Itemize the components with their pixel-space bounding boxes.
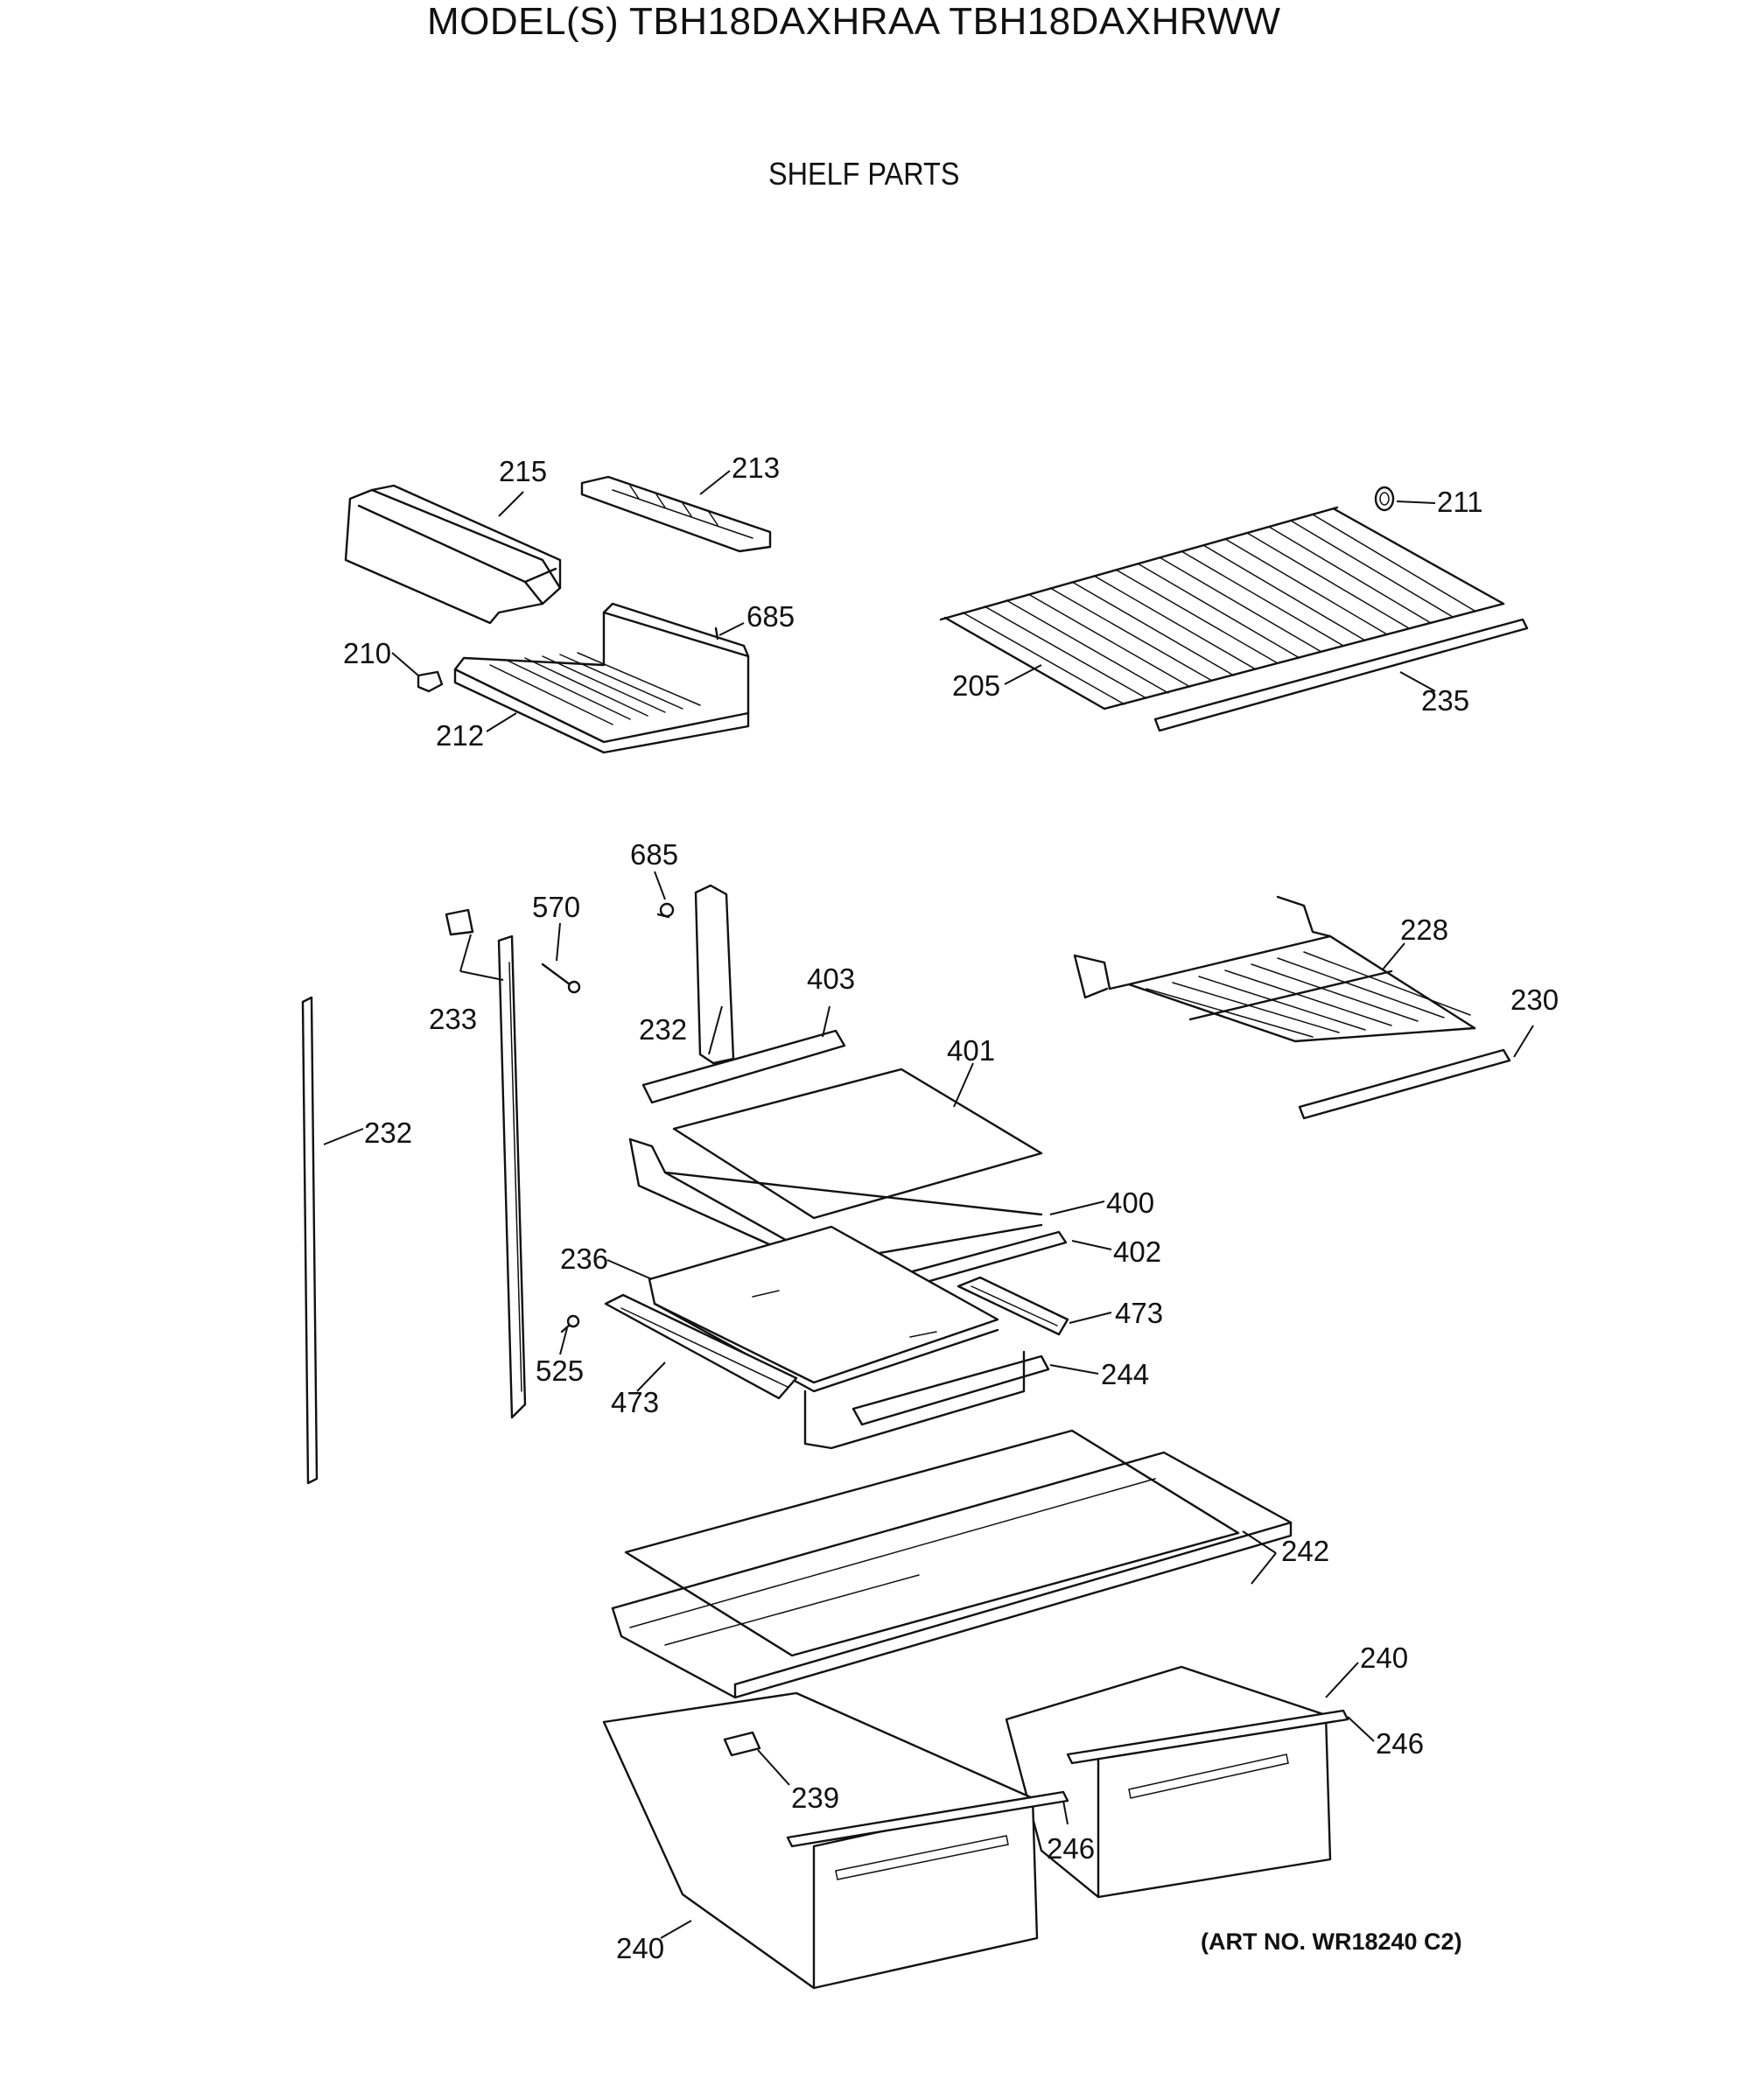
label-232-middle: 232 bbox=[639, 1013, 687, 1046]
part-212-dairy-shelf bbox=[453, 602, 750, 754]
label-235: 235 bbox=[1421, 684, 1469, 717]
label-400: 400 bbox=[1106, 1186, 1154, 1219]
label-211: 211 bbox=[1437, 486, 1483, 518]
art-number: (ART NO. WR18240 C2) bbox=[1201, 1928, 1462, 1955]
label-473-right: 473 bbox=[1115, 1297, 1163, 1329]
label-525: 525 bbox=[536, 1354, 584, 1387]
part-246-handle-left bbox=[786, 1790, 1069, 1848]
part-230-trim bbox=[1298, 1048, 1511, 1120]
label-240-left: 240 bbox=[616, 1932, 664, 1964]
label-402: 402 bbox=[1113, 1236, 1161, 1268]
label-401: 401 bbox=[947, 1034, 995, 1067]
part-labels: 215 213 211 685 210 212 205 235 685 570 … bbox=[343, 452, 1559, 1964]
part-239-support bbox=[723, 1731, 761, 1757]
label-242: 242 bbox=[1281, 1535, 1329, 1567]
label-246-right: 246 bbox=[1376, 1727, 1424, 1760]
part-228-wire-shelf bbox=[1073, 895, 1476, 1043]
label-210: 210 bbox=[343, 637, 391, 669]
part-525-screw bbox=[560, 1314, 580, 1334]
diagram-subtitle: SHELF PARTS bbox=[768, 156, 960, 192]
part-232-rail-left bbox=[301, 996, 319, 1485]
label-685-middle: 685 bbox=[630, 838, 678, 871]
part-242-cover bbox=[611, 1429, 1293, 1699]
part-vertical-rail-center bbox=[497, 934, 527, 1419]
label-239: 239 bbox=[791, 1782, 839, 1814]
label-213: 213 bbox=[732, 452, 780, 484]
label-212: 212 bbox=[436, 719, 484, 752]
label-215: 215 bbox=[499, 455, 547, 487]
part-246-handle-right bbox=[1066, 1709, 1349, 1765]
label-205: 205 bbox=[952, 669, 1000, 702]
part-473-slide-right bbox=[957, 1276, 1069, 1336]
part-570-screw bbox=[541, 962, 581, 994]
part-403-trim bbox=[641, 1029, 846, 1104]
part-215-door-bin bbox=[344, 484, 562, 625]
page-title: MODEL(S) TBH18DAXHRAA TBH18DAXHRWW bbox=[427, 0, 1281, 43]
part-211-clip bbox=[1374, 486, 1395, 512]
part-235-trim bbox=[1153, 618, 1529, 732]
label-685-top: 685 bbox=[746, 600, 795, 633]
part-210-plug bbox=[417, 670, 444, 693]
label-473-left: 473 bbox=[611, 1386, 659, 1418]
part-240-drawer-right bbox=[1005, 1665, 1332, 1899]
label-570: 570 bbox=[532, 891, 580, 923]
part-236-drawer bbox=[648, 1225, 999, 1393]
label-232-left: 232 bbox=[364, 1116, 412, 1149]
label-230: 230 bbox=[1510, 984, 1559, 1016]
label-244: 244 bbox=[1101, 1358, 1149, 1390]
label-233: 233 bbox=[429, 1003, 477, 1035]
part-473-slide-left bbox=[604, 1293, 798, 1400]
label-246-left: 246 bbox=[1047, 1832, 1095, 1865]
label-228: 228 bbox=[1400, 914, 1448, 946]
leader-lines bbox=[323, 470, 1534, 1939]
part-244-trim bbox=[803, 1350, 1050, 1450]
part-233-bracket bbox=[445, 908, 474, 936]
label-236: 236 bbox=[560, 1242, 608, 1275]
label-240-right: 240 bbox=[1360, 1642, 1408, 1674]
part-205-wire-shelf bbox=[939, 506, 1505, 710]
label-403: 403 bbox=[807, 962, 855, 995]
part-213-egg-tray bbox=[580, 475, 772, 553]
part-685-screw-middle bbox=[656, 902, 675, 919]
part-401-glass-shelf bbox=[672, 1068, 1043, 1220]
